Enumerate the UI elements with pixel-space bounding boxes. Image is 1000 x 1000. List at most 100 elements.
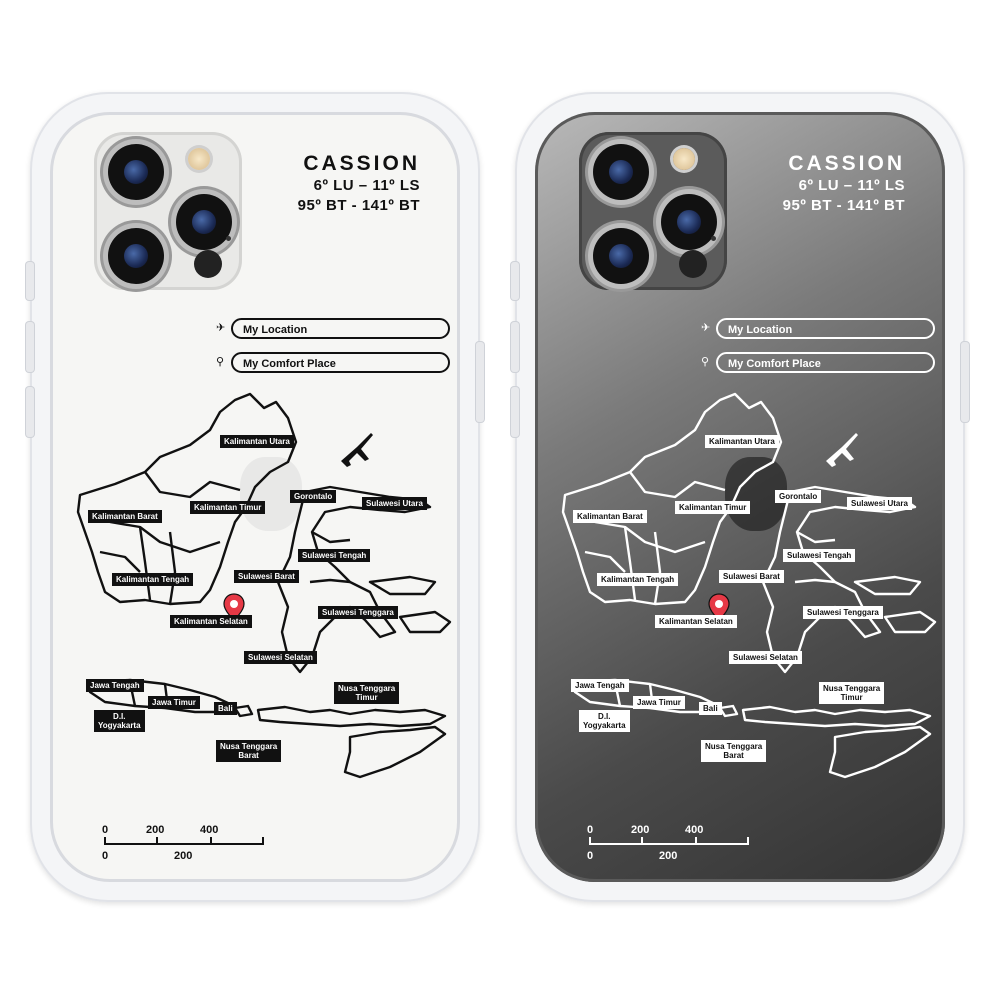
scale-tick-label: 200 xyxy=(146,824,165,836)
flash-icon xyxy=(188,148,210,170)
kalimantan-inner-2 xyxy=(594,520,706,554)
airplane-icon: ✈ xyxy=(701,322,711,334)
region-label: Gorontalo xyxy=(775,490,822,503)
map-scale: 0 200 400 0 200 xyxy=(587,824,759,868)
airplane-icon xyxy=(341,433,373,467)
camera-lens-icon xyxy=(593,144,649,200)
flash-icon xyxy=(673,148,695,170)
region-label: Sulawesi Barat xyxy=(234,570,299,583)
my-comfort-place-pill: My Comfort Place xyxy=(716,352,935,373)
side-button xyxy=(26,262,34,300)
region-label: Kalimantan Barat xyxy=(573,510,647,523)
region-label: Kalimantan Utara xyxy=(705,435,779,448)
bali-outline xyxy=(718,704,739,718)
region-label: D.I.Yogyakarta xyxy=(579,710,630,732)
airplane-icon: ✈ xyxy=(216,322,226,334)
longitude-range: 95º BT - 141º BT xyxy=(782,197,905,214)
scale-bar xyxy=(589,843,749,845)
kalimantan-inner-4 xyxy=(168,531,177,605)
scale-tick-label: 0 xyxy=(587,850,594,862)
sulawesi-inner-2 xyxy=(311,530,351,544)
kalimantan-inner-4 xyxy=(653,531,662,605)
region-label: Kalimantan Tengah xyxy=(112,573,194,586)
nusa-tenggara-outline-2 xyxy=(828,725,932,779)
power-button xyxy=(961,342,969,422)
camera-lens-icon xyxy=(661,194,717,250)
scale-tick-label: 200 xyxy=(659,850,678,862)
brand-block: CASSION 6º LU – 11º LS 95º BT - 141º BT xyxy=(298,152,420,216)
region-label: Bali xyxy=(699,702,722,715)
camera-module xyxy=(94,132,242,290)
region-label: Sulawesi Selatan xyxy=(729,651,802,664)
power-button xyxy=(476,342,484,422)
kalimantan-inner-3 xyxy=(138,526,152,601)
location-pin-icon: ⚲ xyxy=(216,356,225,368)
scale-tick-label: 0 xyxy=(102,850,109,862)
kalimantan-outline xyxy=(561,392,783,606)
region-label: Sulawesi Tenggara xyxy=(803,606,883,619)
nusa-tenggara-outline-2 xyxy=(343,725,447,779)
latitude-range: 6º LU – 11º LS xyxy=(313,177,420,194)
sulawesi-inner-2 xyxy=(796,530,836,544)
nusa-tenggara-outline-1 xyxy=(741,705,932,728)
nusa-tenggara-outline-1 xyxy=(256,705,447,728)
region-label: Kalimantan Timur xyxy=(675,501,751,514)
phone-back: CASSION 6º LU – 11º LS 95º BT - 141º BT … xyxy=(535,112,945,882)
kalimantan-inner-3 xyxy=(623,526,637,601)
microphone-icon xyxy=(226,236,231,241)
phone-case-clear-white: CASSION 6º LU – 11º LS 95º BT - 141º BT … xyxy=(26,92,484,902)
bali-outline xyxy=(233,704,254,718)
maluku-outline-1 xyxy=(853,575,922,596)
volume-up-button xyxy=(511,322,519,372)
volume-down-button xyxy=(511,387,519,437)
camera-lens-icon xyxy=(108,228,164,284)
scale-tick-label: 400 xyxy=(200,824,219,836)
scale-tick-label: 200 xyxy=(631,824,650,836)
longitude-range: 95º BT - 141º BT xyxy=(297,197,420,214)
brand-block: CASSION 6º LU – 11º LS 95º BT - 141º BT xyxy=(783,152,905,216)
side-button xyxy=(511,262,519,300)
volume-up-button xyxy=(26,322,34,372)
scale-tick-label: 0 xyxy=(102,824,109,836)
my-location-pill: My Location xyxy=(716,318,935,339)
scale-tick-label: 400 xyxy=(685,824,704,836)
region-label: Kalimantan Utara xyxy=(220,435,294,448)
microphone-icon xyxy=(711,236,716,241)
kalimantan-inner-2 xyxy=(109,520,221,554)
region-label: Kalimantan Timur xyxy=(190,501,266,514)
region-label: Kalimantan Selatan xyxy=(655,615,737,628)
scale-tick-label: 0 xyxy=(587,824,594,836)
region-label: Sulawesi Utara xyxy=(362,497,427,510)
region-label: Sulawesi Tengah xyxy=(298,549,371,562)
region-label: Sulawesi Barat xyxy=(719,570,784,583)
region-label: D.I.Yogyakarta xyxy=(94,710,145,732)
region-label: Sulawesi Tengah xyxy=(783,549,856,562)
lidar-sensor-icon xyxy=(679,250,707,278)
sulawesi-outline xyxy=(276,485,432,674)
region-label: Sulawesi Utara xyxy=(847,497,912,510)
phone-case-clear-black: CASSION 6º LU – 11º LS 95º BT - 141º BT … xyxy=(511,92,969,902)
scale-bar xyxy=(104,843,264,845)
phone-back: CASSION 6º LU – 11º LS 95º BT - 141º BT … xyxy=(50,112,460,882)
region-label: Jawa Timur xyxy=(148,696,200,709)
maluku-outline-2 xyxy=(398,610,452,634)
camera-lens-icon xyxy=(593,228,649,284)
sulawesi-outline xyxy=(761,485,917,674)
map-pin-icon xyxy=(708,593,730,621)
sulawesi-inner-1 xyxy=(309,578,351,584)
sulawesi-inner-1 xyxy=(794,578,836,584)
camera-lens-icon xyxy=(176,194,232,250)
my-comfort-place-pill: My Comfort Place xyxy=(231,352,450,373)
region-label: Kalimantan Selatan xyxy=(170,615,252,628)
volume-down-button xyxy=(26,387,34,437)
kalimantan-inner-1 xyxy=(144,471,241,499)
brand-name: CASSION xyxy=(788,152,905,175)
region-label: Kalimantan Tengah xyxy=(597,573,679,586)
region-label: Jawa Tengah xyxy=(86,679,144,692)
region-label: Sulawesi Selatan xyxy=(244,651,317,664)
region-label: Gorontalo xyxy=(290,490,337,503)
region-label: Kalimantan Barat xyxy=(88,510,162,523)
latitude-range: 6º LU – 11º LS xyxy=(798,177,905,194)
